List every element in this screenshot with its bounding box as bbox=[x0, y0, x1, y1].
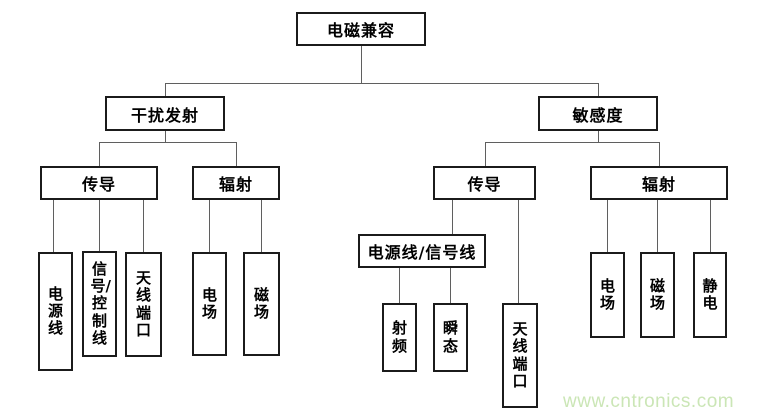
node-antenna-port-emission: 天线端口 bbox=[125, 252, 162, 357]
node-radiation-susceptibility: 辐射 bbox=[590, 166, 728, 200]
connector-to-susceptibility bbox=[598, 83, 599, 96]
node-power-signal-line: 电源线/信号线 bbox=[358, 234, 486, 268]
node-label: 信号/控制线 bbox=[90, 259, 111, 347]
connector-to-efield-right bbox=[607, 200, 608, 252]
connector-root-drop bbox=[361, 46, 362, 83]
watermark-text: www.cntronics.com bbox=[563, 391, 735, 412]
node-label: 电源线 bbox=[47, 284, 63, 338]
node-electric-field-emission: 电场 bbox=[192, 252, 227, 356]
connector-to-efield-left bbox=[209, 200, 210, 252]
connector-to-power-signal bbox=[452, 200, 453, 234]
connector-level1-bus bbox=[165, 83, 598, 84]
node-electric-field-susceptibility: 电场 bbox=[590, 252, 625, 338]
connector-emission-bus bbox=[99, 142, 236, 143]
connector-susceptibility-drop bbox=[598, 131, 599, 142]
node-magnetic-field-emission: 磁场 bbox=[243, 252, 280, 356]
node-label: 天线端口 bbox=[512, 320, 528, 390]
node-conduction-emission: 传导 bbox=[40, 166, 158, 200]
connector-to-mfield-right bbox=[657, 200, 658, 252]
connector-to-transient bbox=[450, 268, 451, 303]
connector-to-rf bbox=[399, 268, 400, 303]
node-susceptibility: 敏感度 bbox=[538, 96, 658, 131]
node-conduction-susceptibility: 传导 bbox=[433, 166, 536, 200]
connector-to-conduction-left bbox=[99, 142, 100, 166]
node-rf: 射频 bbox=[382, 303, 417, 372]
connector-to-emission bbox=[165, 83, 166, 96]
connector-to-mfield-left bbox=[261, 200, 262, 252]
connector-emission-drop bbox=[165, 131, 166, 142]
node-electrostatic: 静电 bbox=[693, 252, 727, 338]
node-emc-root: 电磁兼容 bbox=[296, 12, 426, 46]
node-label: 射频 bbox=[391, 319, 407, 355]
node-label: 瞬态 bbox=[442, 319, 458, 355]
connector-to-conduction-right bbox=[485, 142, 486, 166]
connector-to-antenna-left bbox=[143, 200, 144, 252]
connector-to-radiation-left bbox=[236, 142, 237, 166]
connector-to-radiation-right bbox=[659, 142, 660, 166]
node-label: 静电 bbox=[702, 276, 718, 312]
connector-to-power-line bbox=[53, 200, 54, 252]
node-label: 电场 bbox=[201, 285, 217, 321]
connector-to-static bbox=[710, 200, 711, 252]
node-label: 磁场 bbox=[649, 276, 665, 312]
node-transient: 瞬态 bbox=[433, 303, 468, 372]
connector-to-antenna-right bbox=[518, 200, 519, 303]
node-interference-emission: 干扰发射 bbox=[105, 96, 225, 131]
node-power-line: 电源线 bbox=[38, 252, 73, 371]
node-signal-control-line: 信号/控制线 bbox=[82, 251, 117, 357]
node-label: 电场 bbox=[599, 276, 615, 312]
connector-to-signal-control bbox=[99, 200, 100, 251]
node-label: 天线端口 bbox=[135, 269, 151, 339]
node-label: 磁场 bbox=[253, 285, 269, 321]
node-radiation-emission: 辐射 bbox=[192, 166, 280, 200]
connector-susceptibility-bus bbox=[485, 142, 659, 143]
node-magnetic-field-susceptibility: 磁场 bbox=[640, 252, 675, 338]
node-antenna-port-susceptibility: 天线端口 bbox=[502, 303, 538, 408]
